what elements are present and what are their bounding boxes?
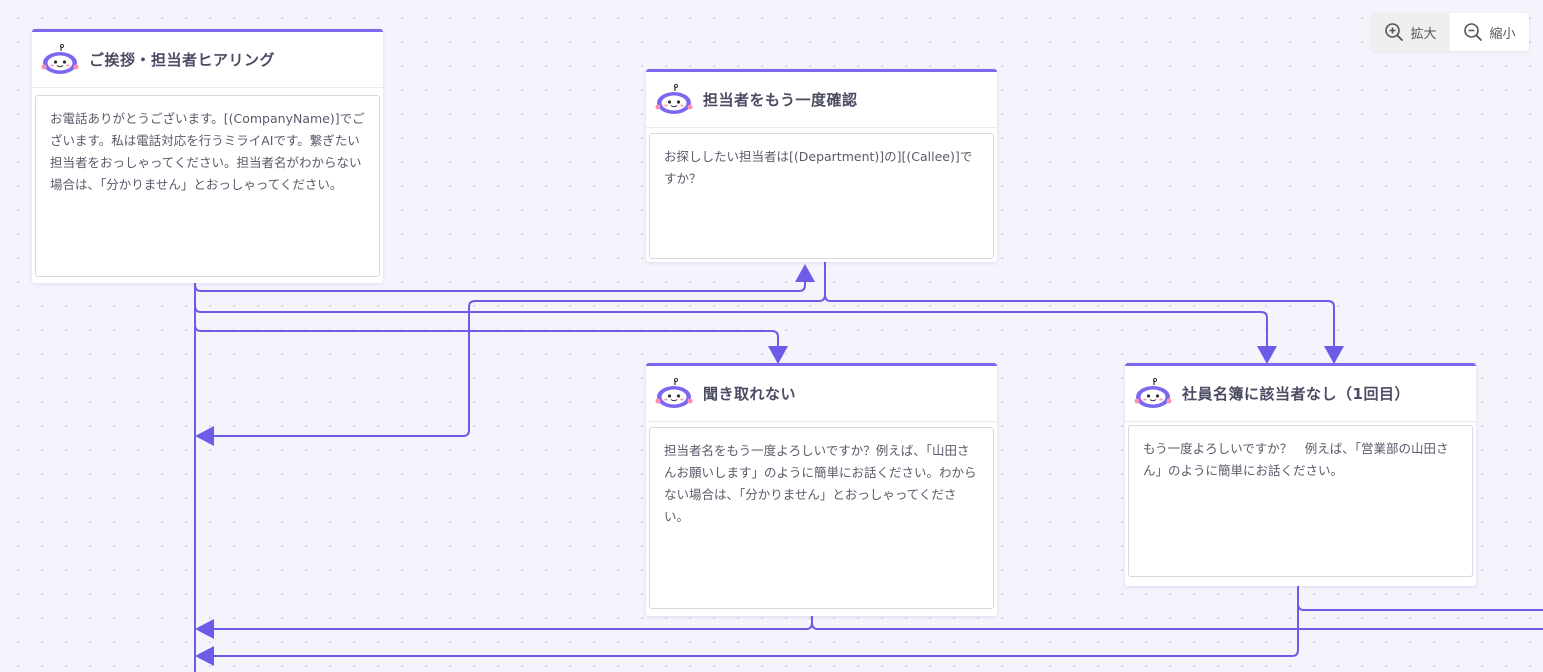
node-header: 社員名簿に該当者なし（1回目） <box>1125 366 1476 422</box>
node-title: 担当者をもう一度確認 <box>703 91 858 109</box>
arrow-into-confirm <box>795 264 815 282</box>
arrow-from-unheard <box>195 619 214 639</box>
robot-icon <box>41 43 79 74</box>
arrow-into-unheard <box>768 346 788 364</box>
node-message[interactable]: もう一度よろしいですか？ 例えば、「営業部の山田さん」のように簡単にお話ください… <box>1128 425 1473 577</box>
arrow-into-not-found-2 <box>1324 346 1344 364</box>
node-title: ご挨拶・担当者ヒアリング <box>89 51 276 69</box>
zoom-out-label: 縮小 <box>1489 26 1516 42</box>
connector-confirm-to-not-found <box>824 262 1335 348</box>
connector-greeting-to-unheard <box>194 324 779 348</box>
flow-node-confirm-again[interactable]: 担当者をもう一度確認 お探ししたい担当者は[(Department)]の][(C… <box>646 69 997 262</box>
zoom-in-label: 拡大 <box>1410 26 1437 42</box>
connector-greeting-to-confirm <box>194 279 806 292</box>
zoom-in-button[interactable]: 拡大 <box>1371 13 1450 51</box>
connector-greeting-to-not-found <box>194 305 1268 348</box>
node-message[interactable]: 担当者名をもう一度よろしいですか？例えば、「山田さんお願いします」のように簡単に… <box>649 427 994 609</box>
arrow-loop-back <box>195 426 214 446</box>
connector-not-found-to-trunk <box>212 586 1299 657</box>
node-header: 聞き取れない <box>646 366 997 422</box>
zoom-in-icon <box>1385 23 1404 41</box>
connector-unheard-to-trunk <box>212 616 813 630</box>
node-header: 担当者をもう一度確認 <box>646 72 997 128</box>
connector-loop-back <box>212 294 826 437</box>
node-message[interactable]: お探ししたい担当者は[(Department)]の][(Callee)]ですか？ <box>649 133 994 259</box>
zoom-out-icon <box>1464 23 1483 41</box>
flow-node-unheard[interactable]: 聞き取れない 担当者名をもう一度よろしいですか？例えば、「山田さんお願いします」… <box>646 363 997 616</box>
flow-node-not-in-directory[interactable]: 社員名簿に該当者なし（1回目） もう一度よろしいですか？ 例えば、「営業部の山田… <box>1125 363 1476 586</box>
node-title: 社員名簿に該当者なし（1回目） <box>1182 385 1410 403</box>
arrow-from-not-found <box>195 646 214 666</box>
robot-icon <box>655 83 693 114</box>
arrow-into-not-found-1 <box>1257 346 1277 364</box>
zoom-controls: 拡大 縮小 <box>1371 13 1529 51</box>
node-title: 聞き取れない <box>703 385 797 403</box>
flow-node-greeting[interactable]: ご挨拶・担当者ヒアリング お電話ありがとうございます。[(CompanyName… <box>32 29 383 283</box>
robot-icon <box>655 377 693 408</box>
node-header: ご挨拶・担当者ヒアリング <box>32 32 383 88</box>
node-message[interactable]: お電話ありがとうございます。[(CompanyName)]でございます。私は電話… <box>35 95 380 277</box>
zoom-out-button[interactable]: 縮小 <box>1450 13 1529 51</box>
robot-icon <box>1134 377 1172 408</box>
